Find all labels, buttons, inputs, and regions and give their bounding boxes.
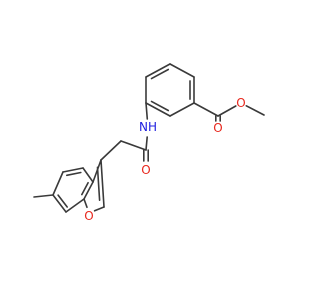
bonds xyxy=(33,63,265,213)
bond-c3a-c7a-a xyxy=(83,181,94,200)
bond-ch2-c3 xyxy=(100,140,122,161)
bond-c3-c2-b xyxy=(96,166,101,201)
bond-c4-c5-b xyxy=(66,171,82,177)
bond-b5-b6-a xyxy=(145,102,171,117)
bond-n-cA xyxy=(145,136,148,151)
bond-b5-b6-b xyxy=(150,100,170,112)
furan-oxygen-label: O xyxy=(84,209,93,223)
bond-b3-b4-b xyxy=(150,68,170,80)
bond-o2-cE xyxy=(217,105,237,117)
atom-labels: O O NH O O xyxy=(84,96,245,223)
bond-c3-c3a xyxy=(92,159,102,183)
amide-carbonyl-oxygen-label: O xyxy=(141,163,150,177)
bond-b6-b1 xyxy=(169,102,195,117)
bond-c5-c6 xyxy=(52,171,64,196)
bond-cA-ch2 xyxy=(120,140,147,151)
bond-c6-c7-a xyxy=(52,194,67,213)
bond-c2-o4 xyxy=(93,206,105,212)
bond-c4-c5-a xyxy=(62,167,84,173)
bond-c6-me xyxy=(33,194,54,198)
bond-c7-c7a xyxy=(65,198,85,213)
bond-b5-n xyxy=(145,102,149,120)
bond-c3a-c4 xyxy=(82,167,94,183)
bond-c6-c7-b xyxy=(57,194,68,208)
bond-b2-b3 xyxy=(169,63,195,78)
bond-c3a-c7a-b xyxy=(81,181,89,196)
amide-nh-label: NH xyxy=(139,120,157,134)
ester-carbonyl-oxygen-label: O xyxy=(213,121,222,135)
molecule-structure: O O NH O O xyxy=(33,63,265,223)
bond-b3-b4-a xyxy=(145,63,171,78)
bond-c3-c2-a xyxy=(100,159,105,208)
bond-ms-o2 xyxy=(245,105,265,116)
ester-ether-oxygen-label: O xyxy=(236,96,245,110)
bond-o4-c7a xyxy=(83,198,88,209)
bond-cE-b1 xyxy=(193,102,219,117)
